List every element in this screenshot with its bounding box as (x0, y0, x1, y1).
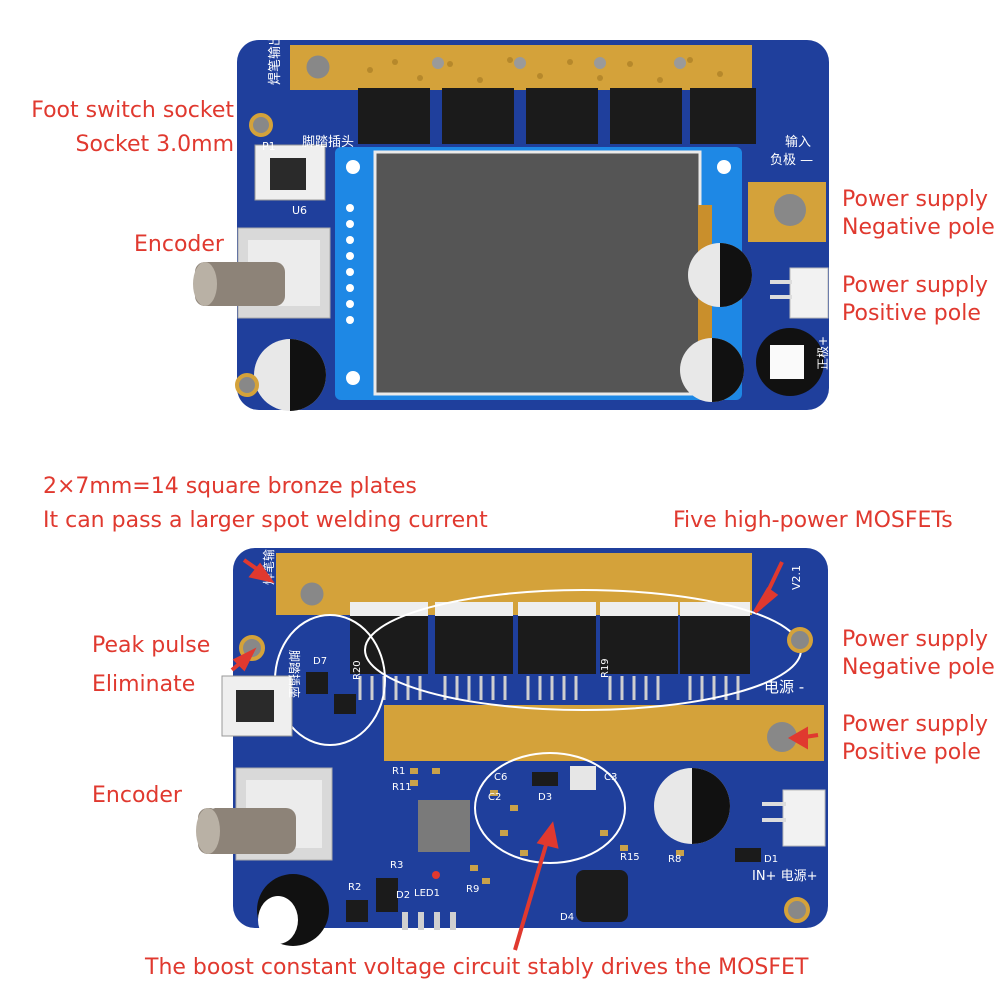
boost-circuit-highlight (474, 752, 626, 864)
silk-r3: R3 (390, 860, 403, 871)
label-bottom-neg-2: Negative pole (842, 655, 995, 680)
bottom-mosfets (350, 602, 750, 674)
silk-r19: R19 (600, 658, 611, 678)
label-top-pos-1: Power supply (842, 273, 988, 298)
silk-p1: P1 (262, 140, 276, 153)
label-foot-switch: Foot switch socket (31, 98, 234, 123)
silk-version: V2.1 (790, 565, 803, 590)
silk-pos: 正极+ (816, 336, 830, 370)
silk-d4: D4 (560, 912, 574, 923)
silk-r2: R2 (348, 882, 361, 893)
label-bottom-pos-2: Positive pole (842, 740, 981, 765)
silk-power-pos: IN+ 电源+ (752, 869, 817, 884)
bottom-encoder-shaft (198, 808, 296, 854)
top-power-connector (789, 267, 829, 319)
silk-pen-output: 焊笔输出 (267, 33, 283, 85)
silk-d3: D3 (538, 792, 552, 803)
silk-r15: R15 (620, 852, 640, 863)
silk-r1: R1 (392, 766, 405, 777)
label-plates-2: It can pass a larger spot welding curren… (43, 508, 488, 533)
top-encoder-shaft (195, 262, 285, 306)
silk-u6: U6 (292, 204, 307, 217)
label-bottom-pos-1: Power supply (842, 712, 988, 737)
silk-neg: 负极 — (770, 153, 813, 168)
silk-c6: C6 (494, 772, 507, 783)
bottom-copper-mid (384, 705, 824, 761)
label-bottom-neg-1: Power supply (842, 627, 988, 652)
bottom-pos-terminal (767, 722, 797, 752)
silk-c3: C3 (604, 772, 617, 783)
label-bottom-encoder: Encoder (92, 783, 182, 808)
annotation-arrows (230, 558, 819, 951)
silk-input: 输入 (785, 134, 811, 150)
label-peak-2: Eliminate (92, 672, 196, 697)
silk-foot-socket: 脚踏插头 (302, 134, 354, 150)
bottom-power-connector (782, 789, 826, 847)
silk-power-neg: 电源 - (764, 678, 804, 696)
silk-r11: R11 (392, 782, 412, 793)
smd-parts (410, 768, 684, 884)
label-top-neg-1: Power supply (842, 187, 988, 212)
label-mosfets: Five high-power MOSFETs (673, 508, 953, 533)
silk-r8: R8 (668, 854, 681, 865)
silk-r20: R20 (352, 660, 363, 680)
bottom-ic (418, 800, 470, 852)
silk-d2: D2 (396, 890, 410, 901)
label-top-pos-2: Positive pole (842, 301, 981, 326)
label-top-neg-2: Negative pole (842, 215, 995, 240)
silk-bottom-foot-socket: 脚踏插座 (287, 650, 302, 698)
silk-side-text: 1.35 2.5 (207, 760, 221, 810)
copper-holes (367, 57, 723, 83)
top-neg-terminal (774, 194, 806, 226)
top-mosfets (358, 88, 756, 144)
silk-d7: D7 (313, 656, 327, 667)
silk-c2: C2 (488, 792, 501, 803)
label-boost-circuit: The boost constant voltage circuit stabl… (145, 955, 809, 980)
silk-led1: LED1 (414, 888, 440, 899)
top-mount-hole-1 (301, 50, 335, 84)
label-plates-1: 2×7mm=14 square bronze plates (43, 474, 417, 499)
silk-r9: R9 (466, 884, 479, 895)
label-peak-1: Peak pulse (92, 633, 211, 658)
silk-d1: D1 (764, 854, 778, 865)
bottom-inductor (576, 870, 628, 922)
label-top-encoder: Encoder (134, 232, 224, 257)
label-socket-size: Socket 3.0mm (75, 132, 234, 157)
